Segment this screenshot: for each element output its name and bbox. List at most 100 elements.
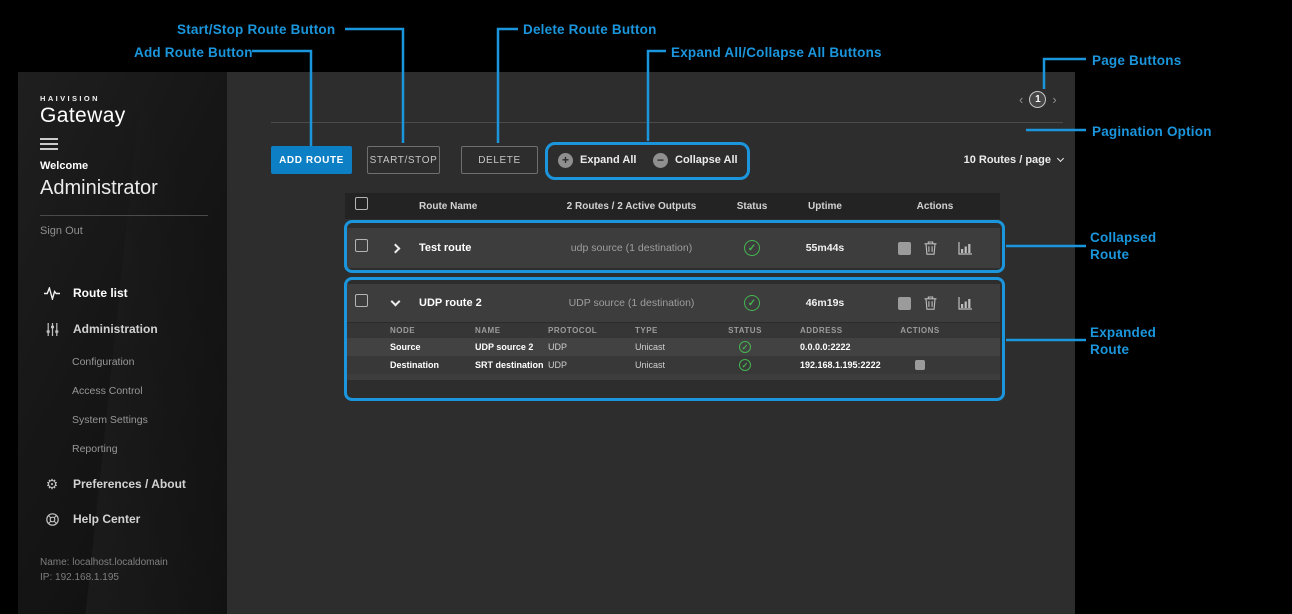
- sidebar-item-route-list[interactable]: Route list: [44, 286, 128, 300]
- annotation-start-stop: Start/Stop Route Button: [177, 22, 336, 37]
- sidebar-item-access-control[interactable]: Access Control: [72, 385, 143, 397]
- annotation-page-buttons: Page Buttons: [1092, 53, 1182, 68]
- annotation-add-route: Add Route Button: [134, 45, 253, 60]
- delete-route-icon[interactable]: [924, 296, 937, 310]
- subcolumn-address: ADDRESS: [800, 326, 843, 335]
- cell-protocol: UDP: [548, 342, 568, 352]
- gear-icon: ⚙: [45, 476, 59, 492]
- cell-type: Unicast: [635, 342, 666, 352]
- route-detail: UDP source (1 destination): [568, 297, 695, 309]
- cell-protocol: UDP: [548, 360, 568, 370]
- chevron-down-icon[interactable]: [390, 296, 400, 306]
- delete-route-icon[interactable]: [924, 241, 937, 255]
- haivision-logo: HAIVISION Gateway: [40, 94, 126, 128]
- cell-name: UDP source 2: [475, 342, 534, 352]
- sidebar-item-system-settings[interactable]: System Settings: [72, 414, 148, 426]
- annotation-delete: Delete Route Button: [523, 22, 657, 37]
- route-detail: udp source (1 destination): [570, 242, 693, 254]
- cell-address: 192.168.1.195:2222: [800, 360, 881, 370]
- sidebar-item-preferences-about[interactable]: ⚙ Preferences / About: [44, 477, 186, 491]
- subcolumn-protocol: PROTOCOL: [548, 326, 598, 335]
- delete-button[interactable]: DELETE: [461, 146, 538, 174]
- cell-node: Source: [390, 342, 421, 352]
- subcolumn-node: NODE: [390, 326, 416, 335]
- sliders-icon: [44, 322, 60, 336]
- start-stop-button[interactable]: START/STOP: [367, 146, 440, 174]
- subtable-row-source: Source UDP source 2 UDP Unicast ✓ 0.0.0.…: [345, 338, 1000, 356]
- cell-address: 0.0.0.0:2222: [800, 342, 851, 352]
- gateway-app-window: HAIVISION Gateway Welcome Administrator …: [18, 72, 1075, 614]
- column-actions: Actions: [916, 200, 954, 212]
- column-route-name: Route Name: [419, 200, 478, 212]
- sidebar-item-help-center[interactable]: Help Center: [44, 512, 140, 526]
- stop-output-icon[interactable]: [915, 360, 925, 370]
- nav-label-access-control: Access Control: [72, 385, 143, 397]
- add-route-button[interactable]: ADD ROUTE: [271, 146, 352, 174]
- expand-all-button[interactable]: + Expand All: [558, 146, 636, 174]
- status-ok-icon: ✓: [739, 359, 751, 371]
- main-content: ‹ 1 › ADD ROUTE START/STOP DELETE + Expa…: [227, 72, 1075, 614]
- route-name: UDP route 2: [419, 297, 482, 309]
- nav-label-administration: Administration: [73, 322, 158, 336]
- route-list-icon: [44, 286, 60, 300]
- column-status: Status: [736, 200, 768, 212]
- sidebar-item-configuration[interactable]: Configuration: [72, 356, 134, 368]
- chevron-right-icon[interactable]: [390, 243, 400, 253]
- table-header-row: Route Name 2 Routes / 2 Active Outputs S…: [345, 193, 1000, 219]
- row-checkbox[interactable]: [355, 239, 368, 252]
- cell-type: Unicast: [635, 360, 666, 370]
- select-all-checkbox[interactable]: [355, 197, 368, 210]
- sidebar-item-reporting[interactable]: Reporting: [72, 443, 118, 455]
- route-uptime: 55m44s: [805, 242, 845, 254]
- column-summary: 2 Routes / 2 Active Outputs: [566, 200, 697, 212]
- menu-toggle-icon[interactable]: [40, 138, 58, 150]
- stop-route-icon[interactable]: [898, 241, 911, 255]
- welcome-label: Welcome: [40, 160, 89, 172]
- sidebar-item-administration[interactable]: Administration: [44, 322, 158, 336]
- nav-label-reporting: Reporting: [72, 443, 118, 455]
- routes-table: Route Name 2 Routes / 2 Active Outputs S…: [345, 193, 1000, 380]
- subtable-row-destination: Destination SRT destination UDP Unicast …: [345, 356, 1000, 374]
- routes-per-page-select[interactable]: 10 Routes / page: [963, 146, 1065, 174]
- nav-label-system-settings: System Settings: [72, 414, 148, 426]
- statistics-icon[interactable]: [958, 241, 972, 255]
- minus-icon: −: [653, 152, 668, 168]
- logo-product-name: Gateway: [40, 104, 126, 127]
- nav-label-preferences: Preferences / About: [73, 477, 186, 491]
- annotation-expand-collapse: Expand All/Collapse All Buttons: [671, 45, 882, 60]
- next-page-button[interactable]: ›: [1052, 92, 1057, 107]
- cell-name: SRT destination: [475, 360, 544, 370]
- cell-node: Destination: [390, 360, 440, 370]
- per-page-label: 10 Routes / page: [963, 154, 1051, 166]
- status-ok-icon: ✓: [739, 341, 751, 353]
- sidebar-footer: Name: localhost.localdomain IP: 192.168.…: [40, 555, 168, 585]
- subcolumn-actions: ACTIONS: [900, 326, 940, 335]
- annotation-expanded-route: Expanded Route: [1090, 325, 1157, 357]
- stop-route-icon[interactable]: [898, 296, 911, 310]
- expanded-route-header-row[interactable]: UDP route 2 UDP source (1 destination) ✓…: [345, 284, 1000, 322]
- collapse-all-button[interactable]: − Collapse All: [653, 146, 738, 174]
- sign-out-link[interactable]: Sign Out: [40, 225, 83, 237]
- route-row-collapsed[interactable]: Test route udp source (1 destination) ✓ …: [345, 228, 1000, 268]
- page-1-button[interactable]: 1: [1029, 91, 1047, 108]
- subcolumn-name: NAME: [475, 326, 501, 335]
- subtable-header-row: NODE NAME PROTOCOL TYPE STATUS ADDRESS A…: [345, 322, 1000, 338]
- statistics-icon[interactable]: [958, 296, 972, 310]
- route-name: Test route: [419, 242, 472, 254]
- logo-wordmark: HAIVISION: [40, 94, 100, 103]
- collapse-all-label: Collapse All: [675, 154, 738, 166]
- nav-label-configuration: Configuration: [72, 356, 135, 368]
- annotation-pagination-option: Pagination Option: [1092, 124, 1212, 139]
- sidebar-divider: [40, 215, 208, 216]
- host-name-label: Name: localhost.localdomain: [40, 557, 168, 568]
- status-ok-icon: ✓: [744, 240, 760, 256]
- chevron-down-icon: [1056, 154, 1065, 162]
- subcolumn-status: STATUS: [728, 326, 762, 335]
- expand-all-label: Expand All: [580, 154, 637, 166]
- prev-page-button[interactable]: ‹: [1019, 92, 1024, 107]
- row-checkbox[interactable]: [355, 294, 368, 307]
- nav-label-route-list: Route list: [73, 286, 128, 300]
- pagination: ‹ 1 ›: [1019, 91, 1057, 108]
- nav-label-help-center: Help Center: [73, 512, 141, 526]
